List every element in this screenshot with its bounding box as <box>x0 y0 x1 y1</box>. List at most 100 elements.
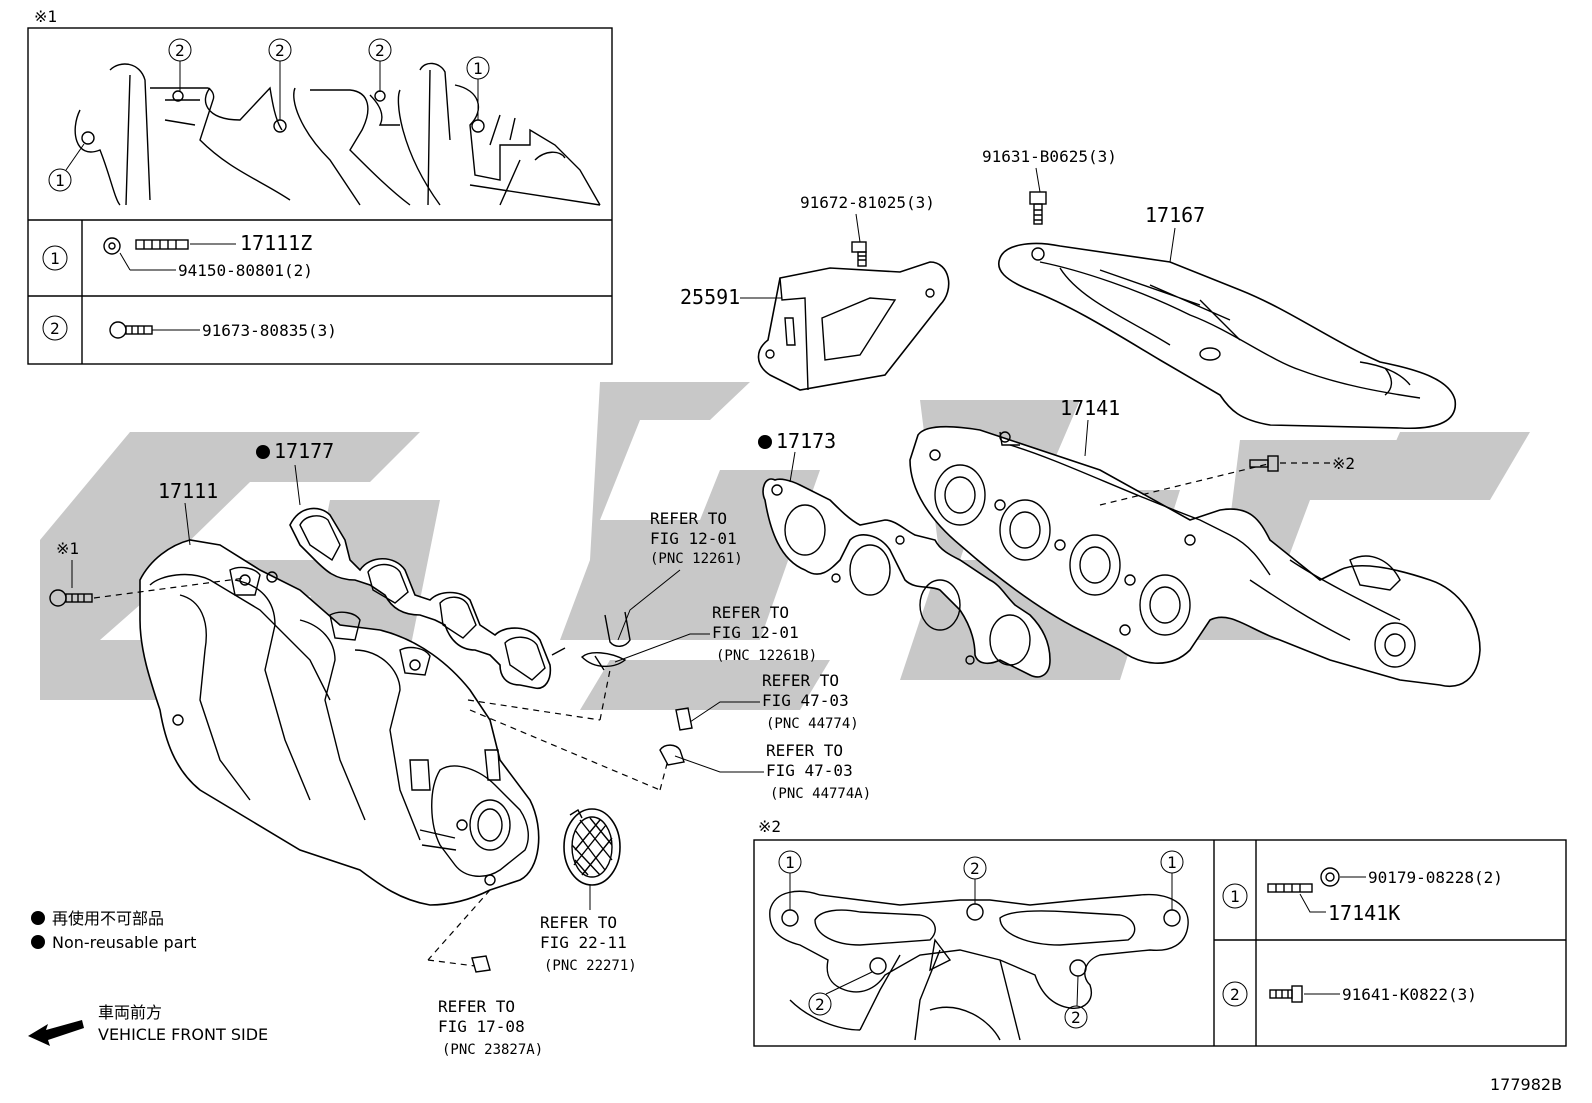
ref-12261b: REFER TO FIG 12-01 (PNC 12261B) <box>614 603 817 664</box>
inset-row-2: 2 91673-80835(3) <box>42 315 337 341</box>
svg-text:REFER TO: REFER TO <box>540 913 617 932</box>
bolt-icon <box>851 241 867 267</box>
inset-marker: ※1 <box>34 7 57 26</box>
svg-text:REFER TO: REFER TO <box>766 741 843 760</box>
svg-text:1: 1 <box>785 853 795 872</box>
part-number: 17141K <box>1328 901 1400 925</box>
svg-text:VEHICLE FRONT SIDE: VEHICLE FRONT SIDE <box>98 1025 268 1044</box>
svg-text:1: 1 <box>55 171 65 190</box>
svg-text:REFER TO: REFER TO <box>712 603 789 622</box>
bolt-icon <box>1029 191 1047 225</box>
reference-connectors <box>427 669 669 967</box>
inset-callouts: 2 2 2 1 1 <box>48 38 490 192</box>
part-number: 91673-80835(3) <box>202 321 337 340</box>
part-number: 91631-B0625(3) <box>982 147 1117 166</box>
bolt-icon <box>1249 455 1279 472</box>
part-number: 17111 <box>158 479 218 503</box>
svg-text:FIG 17-08: FIG 17-08 <box>438 1017 525 1036</box>
exhaust-manifold-17141: 17141 ※2 <box>909 396 1481 687</box>
part-number: 91641-K0822(3) <box>1342 985 1477 1004</box>
non-reusable-dot <box>31 911 45 925</box>
legend-jp: 再使用不可部品 <box>52 909 164 928</box>
nut-icon <box>103 237 121 255</box>
gasket-17177: 17177 <box>256 439 566 689</box>
stud-icon <box>135 239 189 250</box>
ref-22271: REFER TO FIG 22-11 (PNC 22271) <box>540 885 637 974</box>
nut-icon <box>1320 867 1340 887</box>
ref-23827a: REFER TO FIG 17-08 (PNC 23827A) <box>438 997 543 1058</box>
bolt-icon <box>1269 985 1303 1003</box>
svg-text:(PNC 12261): (PNC 12261) <box>650 551 743 567</box>
svg-text:1: 1 <box>50 249 60 268</box>
ref-44774a: REFER TO FIG 47-03 (PNC 44774A) <box>674 741 871 802</box>
inset-manifold-sketch <box>769 890 1189 1041</box>
svg-text:1: 1 <box>473 59 483 78</box>
bolt-91672: 91672-81025(3) <box>800 193 935 267</box>
bolt-icon <box>109 321 153 339</box>
svg-text:2: 2 <box>175 41 185 60</box>
non-reusable-dot <box>758 435 772 449</box>
svg-text:2: 2 <box>970 859 980 878</box>
inset-callouts: 1 2 1 2 2 <box>778 850 1184 1029</box>
inset-row-1: 1 17111Z 94150-80801(2) <box>42 231 313 280</box>
svg-text:FIG 47-03: FIG 47-03 <box>766 761 853 780</box>
svg-text:1: 1 <box>1167 853 1177 872</box>
inset-bottom-right: ※2 1 2 1 2 2 <box>753 817 1567 1047</box>
part-number: 17111Z <box>240 231 312 255</box>
svg-text:FIG 22-11: FIG 22-11 <box>540 933 627 952</box>
bracket-25591: 25591 <box>680 261 950 391</box>
part-number: 25591 <box>680 285 740 309</box>
svg-text:FIG 12-01: FIG 12-01 <box>712 623 799 642</box>
arrow-left-icon <box>28 1020 84 1046</box>
part-number: 94150-80801(2) <box>178 261 313 280</box>
legend-en: Non-reusable part <box>52 933 196 952</box>
legend: 再使用不可部品 Non-reusable part <box>31 909 196 952</box>
svg-text:FIG 47-03: FIG 47-03 <box>762 691 849 710</box>
svg-text:(PNC 23827A): (PNC 23827A) <box>442 1042 543 1058</box>
svg-text:2: 2 <box>275 41 285 60</box>
svg-text:1: 1 <box>1230 887 1240 906</box>
part-number: 17167 <box>1145 203 1205 227</box>
svg-text:2: 2 <box>1230 985 1240 1004</box>
referenced-parts <box>471 611 693 973</box>
svg-text:REFER TO: REFER TO <box>650 509 727 528</box>
svg-text:(PNC 44774): (PNC 44774) <box>766 716 859 732</box>
svg-text:2: 2 <box>1071 1008 1081 1027</box>
part-number: 17173 <box>776 429 836 453</box>
non-reusable-dot <box>31 935 45 949</box>
svg-text:2: 2 <box>50 319 60 338</box>
svg-text:(PNC 12261B): (PNC 12261B) <box>716 648 817 664</box>
figure-id: 177982B <box>1490 1075 1562 1094</box>
svg-text:REFER TO: REFER TO <box>762 671 839 690</box>
inset-row-1: 1 90179-08228(2) 17141K <box>1222 867 1503 925</box>
intake-manifold-17111: 17111 ※1 <box>49 479 540 906</box>
bolt-icon <box>49 589 93 607</box>
inset-top-left: ※1 2 2 <box>27 7 613 365</box>
svg-text:(PNC 22271): (PNC 22271) <box>544 958 637 974</box>
ref-12261: REFER TO FIG 12-01 (PNC 12261) <box>617 509 743 641</box>
svg-text:FIG 12-01: FIG 12-01 <box>650 529 737 548</box>
bolt-91631: 91631-B0625(3) <box>982 147 1117 225</box>
reference-mark: ※1 <box>56 539 79 558</box>
inset-marker: ※2 <box>758 817 781 836</box>
svg-text:REFER TO: REFER TO <box>438 997 515 1016</box>
svg-text:2: 2 <box>375 41 385 60</box>
ref-44774: REFER TO FIG 47-03 (PNC 44774) <box>689 671 859 732</box>
part-number: 91672-81025(3) <box>800 193 935 212</box>
stud-icon <box>1267 883 1313 893</box>
part-number: 17141 <box>1060 396 1120 420</box>
reference-mark: ※2 <box>1332 454 1355 473</box>
heat-insulator-17167: 17167 <box>998 203 1457 430</box>
inset-manifold-sketch <box>74 62 601 206</box>
non-reusable-dot <box>256 445 270 459</box>
front-indicator: 車両前方 VEHICLE FRONT SIDE <box>28 1003 268 1046</box>
inset-row-2: 2 91641-K0822(3) <box>1222 981 1477 1007</box>
part-number: 90179-08228(2) <box>1368 868 1503 887</box>
gasket-17173: 17173 <box>758 429 1051 678</box>
svg-text:車両前方: 車両前方 <box>98 1003 162 1022</box>
svg-text:(PNC 44774A): (PNC 44774A) <box>770 786 871 802</box>
part-number: 17177 <box>274 439 334 463</box>
svg-text:2: 2 <box>815 995 825 1014</box>
